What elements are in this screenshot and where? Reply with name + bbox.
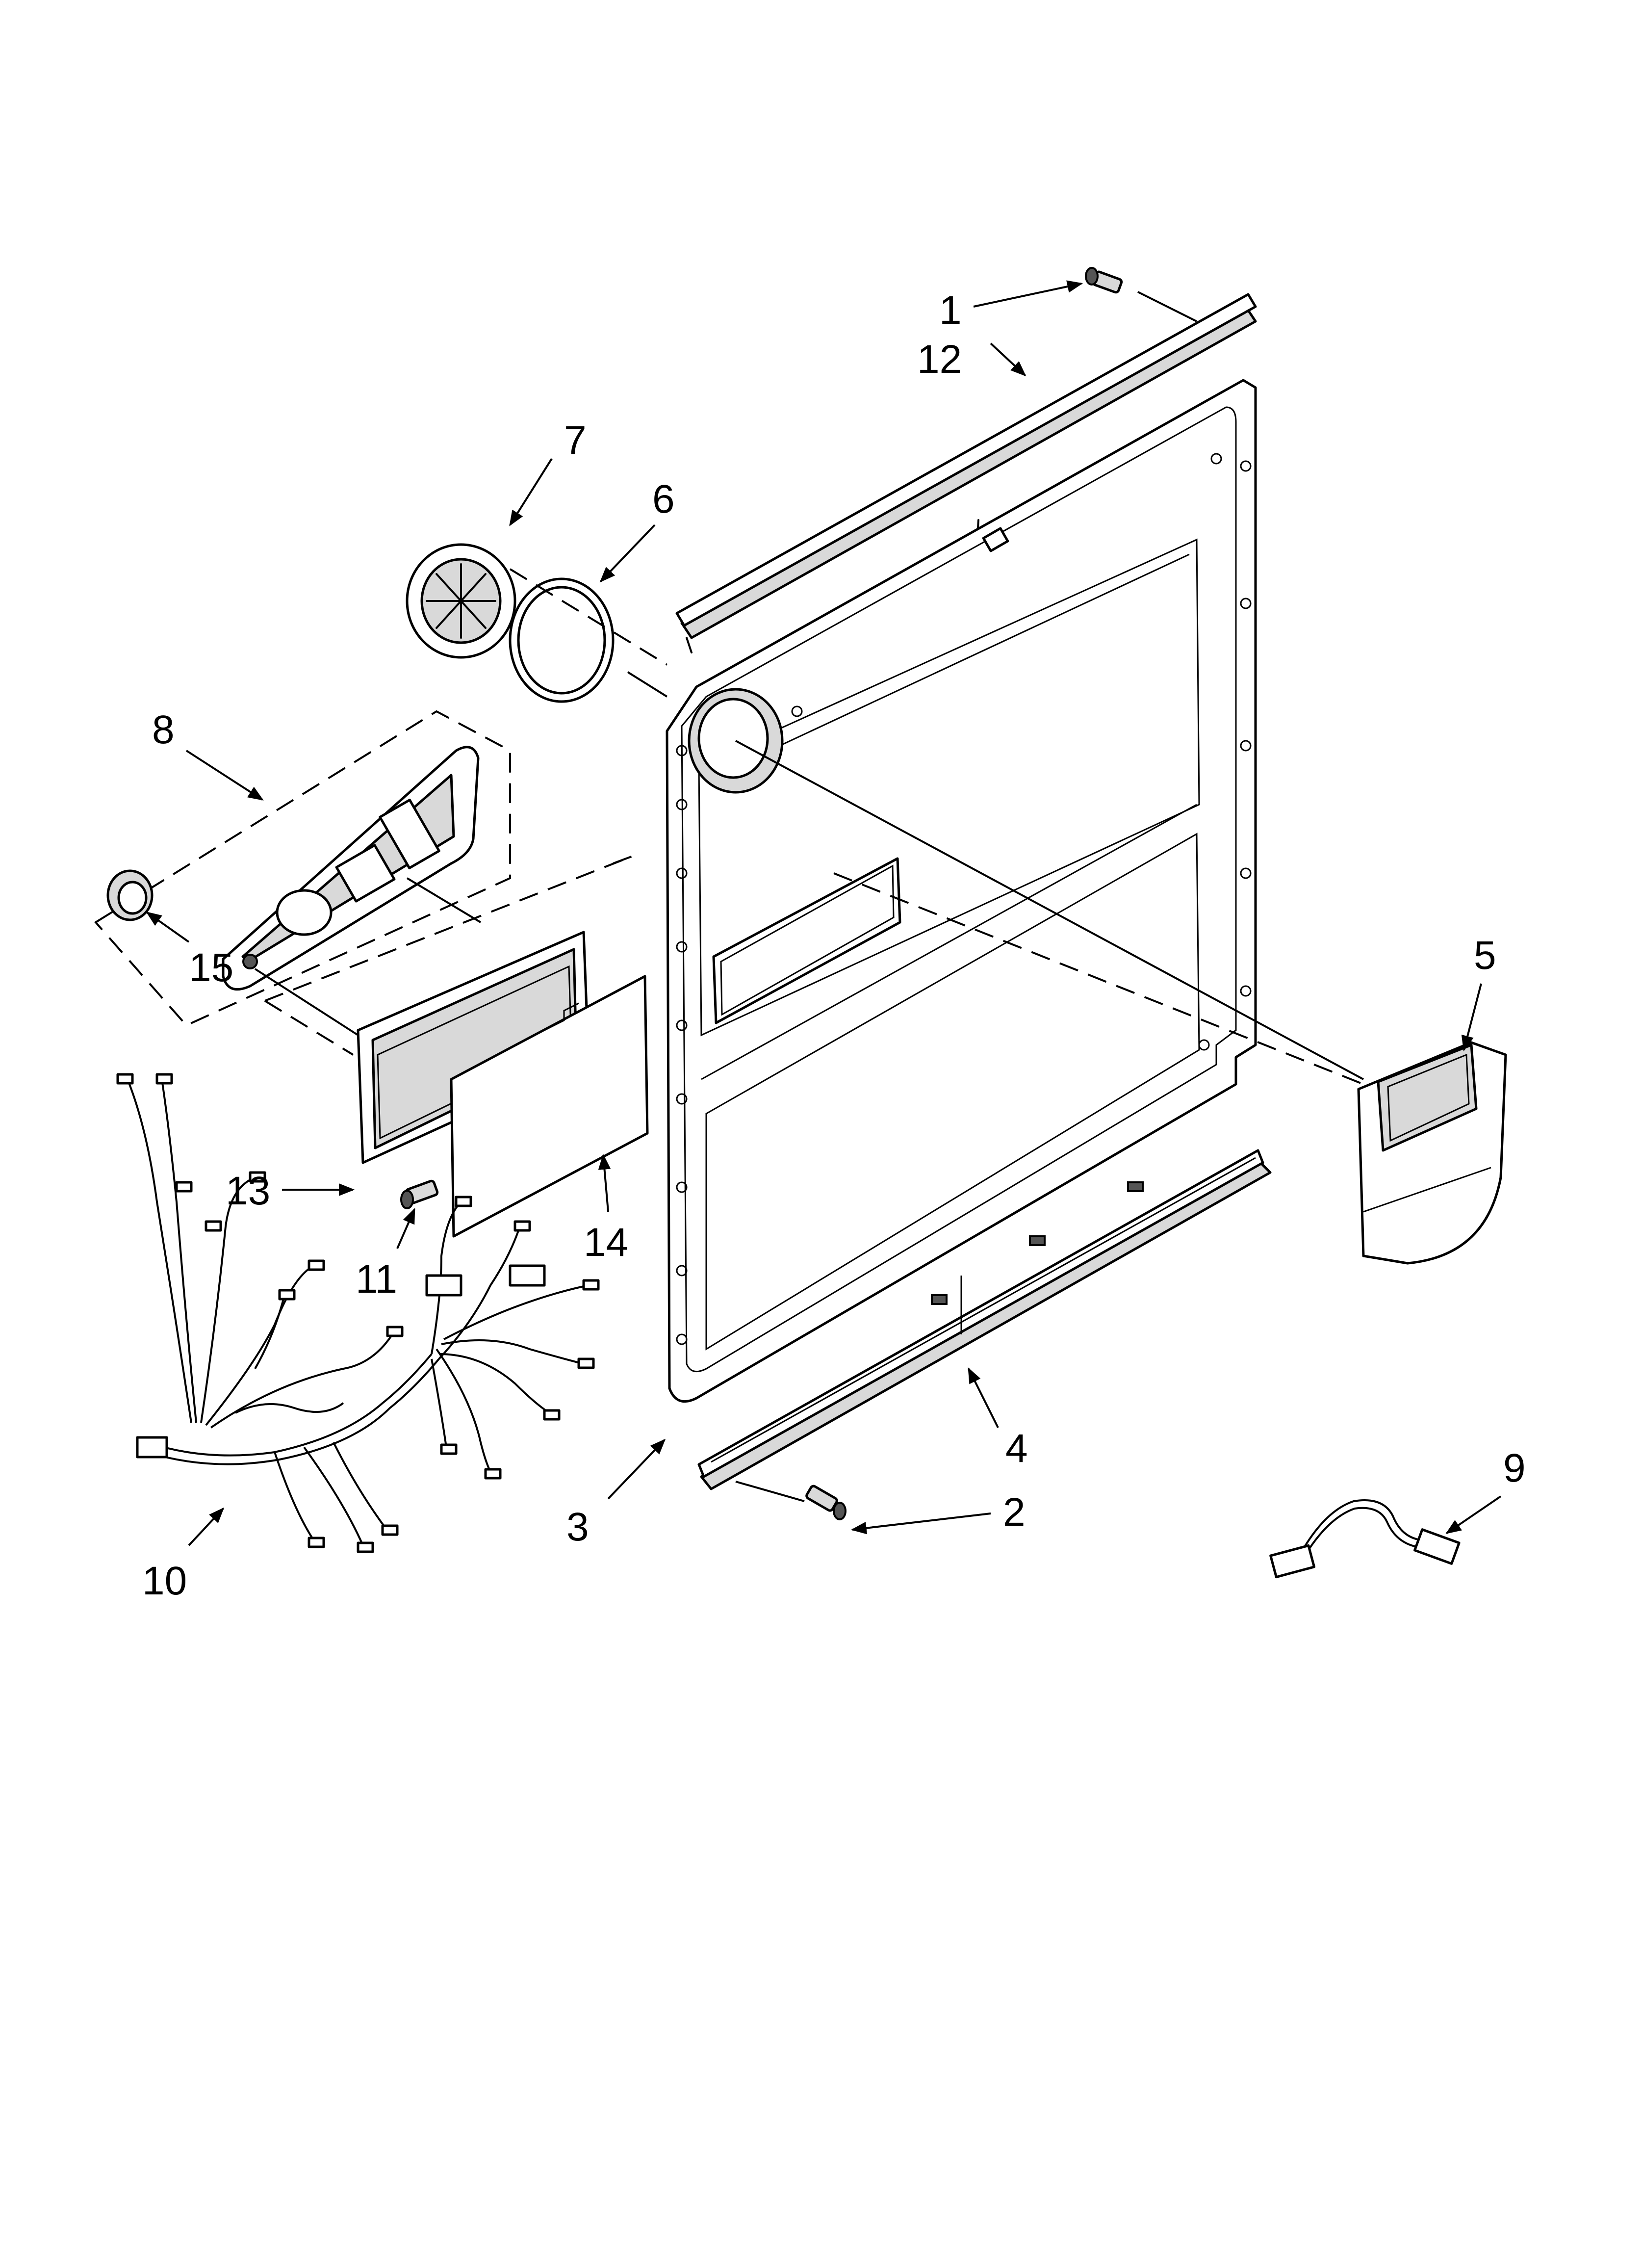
- bottom-rail-part-4: [697, 1149, 1272, 1490]
- cover-part-14: [450, 975, 649, 1238]
- callout-12: 12: [917, 337, 962, 382]
- control-board-part-13: [264, 855, 633, 1164]
- connector-part-9: [1269, 1499, 1461, 1579]
- callout-14: 14: [584, 1220, 628, 1265]
- connection-lines: [254, 291, 1364, 1502]
- knob-part-15: [106, 869, 154, 921]
- callout-9: 9: [1503, 1446, 1526, 1490]
- gasket-ring-part-6: [509, 577, 615, 703]
- callout-10: 10: [142, 1559, 187, 1603]
- callout-6: 6: [652, 477, 675, 521]
- screw-part-11: [400, 1179, 439, 1209]
- screw-part-2: [805, 1485, 847, 1520]
- callout-labels: 1 12 7 6 8 15 13 11 14 10 3 2 4 5 9: [142, 288, 1526, 1603]
- callout-7: 7: [564, 418, 587, 463]
- callout-1: 1: [939, 288, 962, 333]
- screw-part-1: [1085, 267, 1123, 294]
- inner-door-panel-part-3: [666, 379, 1257, 1403]
- dispenser-assembly-part-8: [94, 710, 511, 1027]
- vent-duct-part-5: [1357, 1041, 1507, 1265]
- callout-13: 13: [226, 1169, 270, 1213]
- callout-2: 2: [1003, 1490, 1026, 1535]
- wire-harness-part-10: [116, 1073, 600, 1553]
- callout-15: 15: [189, 945, 233, 990]
- callout-4: 4: [1005, 1426, 1028, 1471]
- callout-11: 11: [356, 1257, 397, 1302]
- leader-arrows: [146, 280, 1502, 1546]
- vent-cap-part-7: [406, 543, 516, 659]
- callout-8: 8: [152, 707, 175, 752]
- callout-5: 5: [1474, 933, 1496, 978]
- callout-3: 3: [566, 1505, 589, 1549]
- top-rail-part-12: [675, 293, 1257, 653]
